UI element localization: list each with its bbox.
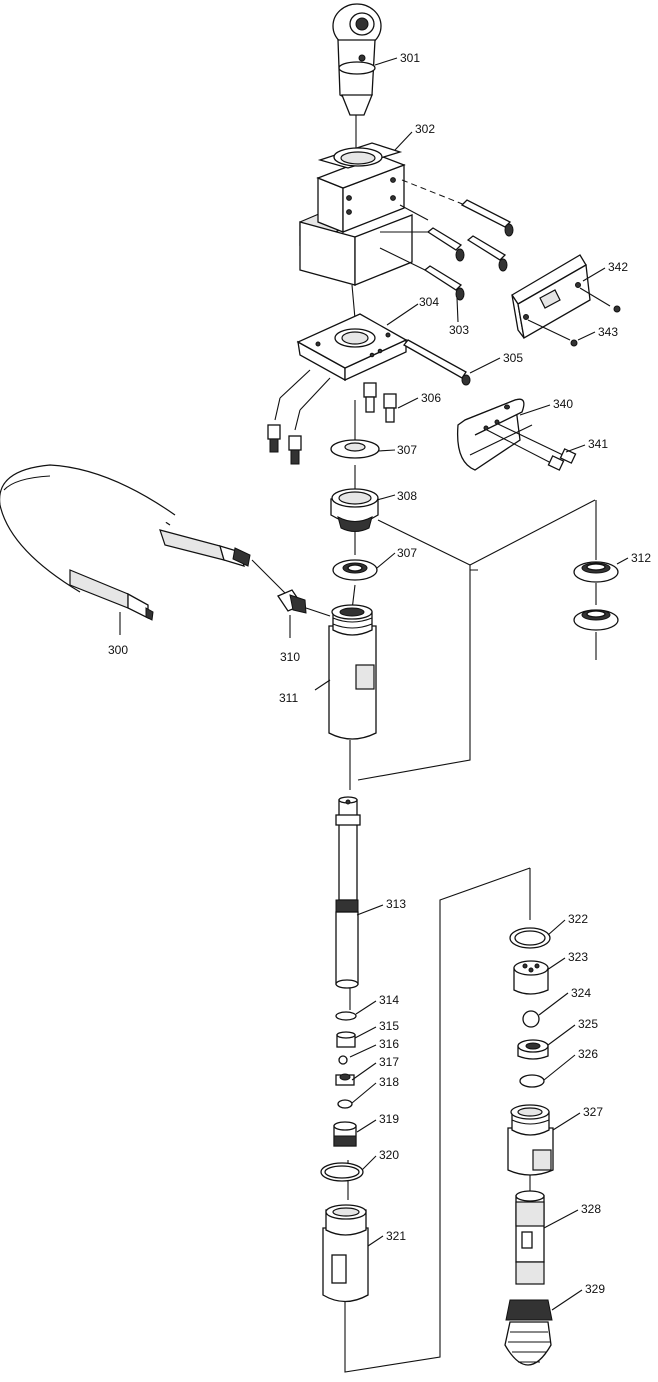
oring-322 [509,927,551,949]
seat-small [335,1073,355,1086]
valve-seat [517,1039,549,1060]
cap-screws [363,382,397,423]
oring-small-b [337,1099,353,1109]
part-label-307-upper: 307 [397,443,417,457]
part-label-317: 317 [379,1055,399,1069]
ball-guide [336,1031,356,1048]
inlet-housing [507,1104,554,1176]
hose-fitting-upper [159,529,251,567]
strainer-tube [515,1190,545,1285]
piston-rod [335,796,361,989]
part-label-326: 326 [578,1047,598,1061]
mounting-plate [511,254,591,340]
gland-nut [330,488,379,532]
rod-end-eye [332,3,382,116]
part-label-319: 319 [379,1112,399,1126]
part-label-306: 306 [421,391,441,405]
ball-cage [513,960,549,995]
part-label-327: 327 [583,1105,603,1119]
ball-large [522,1010,540,1028]
strainer-basket [504,1299,553,1366]
part-label-310: 310 [280,650,300,664]
part-label-342: 342 [608,260,628,274]
mounting-bracket [296,313,408,382]
ball-small [338,1055,348,1065]
part-label-340: 340 [553,397,573,411]
part-label-304: 304 [419,295,439,309]
oring-small-a [335,1011,357,1021]
part-label-300: 300 [108,643,128,657]
part-label-324: 324 [571,986,591,1000]
part-label-323: 323 [568,950,588,964]
part-label-307-lower: 307 [397,546,417,560]
pump-barrel [328,604,377,740]
part-label-320: 320 [379,1148,399,1162]
housing-bolts [423,199,514,301]
part-label-312: 312 [631,551,651,565]
part-label-321: 321 [386,1229,406,1243]
hose-clamp [456,398,533,471]
part-label-314: 314 [379,993,399,1007]
check-valve-body [333,1121,357,1147]
part-label-322: 322 [568,912,588,926]
part-label-316: 316 [379,1037,399,1051]
part-label-325: 325 [578,1017,598,1031]
part-label-308: 308 [397,489,417,503]
washer-lower [332,559,378,581]
washer-upper [330,439,380,459]
part-label-329: 329 [585,1282,605,1296]
hose-fitting-lower [69,569,154,621]
part-label-311: 311 [279,691,298,705]
seal-pair [573,561,619,631]
part-label-328: 328 [581,1202,601,1216]
part-label-318: 318 [379,1075,399,1089]
foot-valve-housing [322,1204,369,1303]
oring-326 [519,1074,545,1088]
bracket-screws [267,424,302,465]
part-label-305: 305 [503,351,523,365]
part-label-343: 343 [598,325,618,339]
part-label-303: 303 [449,323,469,337]
adapter-fitting [277,589,307,614]
part-label-313: 313 [386,897,406,911]
part-label-302: 302 [415,122,435,136]
part-label-341: 341 [588,437,608,451]
flexible-hose [0,464,251,621]
housing-block [299,142,413,286]
oring-large [320,1162,364,1182]
part-label-301: 301 [400,51,420,65]
part-label-315: 315 [379,1019,399,1033]
